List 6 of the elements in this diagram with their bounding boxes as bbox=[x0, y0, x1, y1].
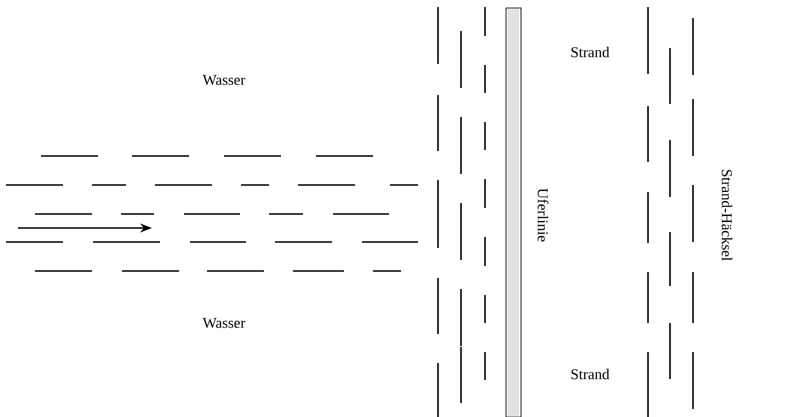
region-label: Wasser bbox=[202, 75, 246, 85]
region-label: Uferlinie bbox=[538, 188, 548, 242]
region-label: Wasser bbox=[202, 318, 246, 328]
region-label: Strand-Häcksel bbox=[722, 170, 732, 261]
region-label: Strand bbox=[572, 368, 610, 380]
region-label: Strand bbox=[572, 46, 610, 58]
